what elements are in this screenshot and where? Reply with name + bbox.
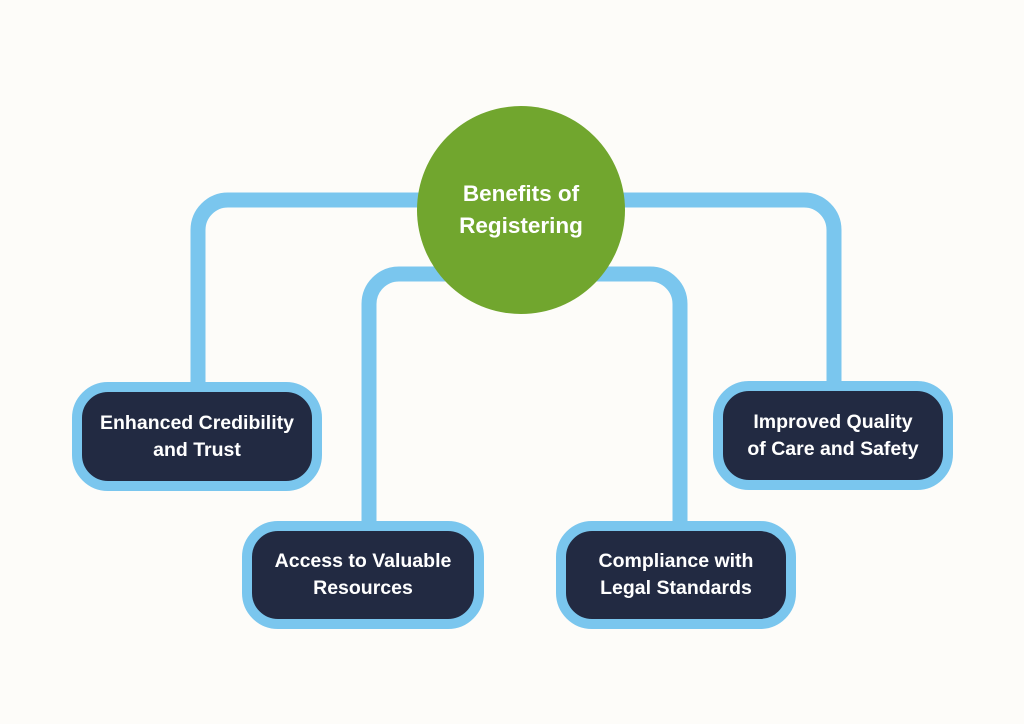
center-node-benefits: Benefits of Registering <box>417 106 625 314</box>
node-enhanced-credibility: Enhanced Credibility and Trust <box>72 382 322 491</box>
node-compliance-legal: Compliance with Legal Standards <box>556 521 796 629</box>
center-node-label: Benefits of Registering <box>459 181 583 238</box>
node-access-resources: Access to Valuable Resources <box>242 521 484 629</box>
node-label-access-resources: Access to Valuable Resources <box>274 550 452 599</box>
node-label-enhanced-credibility: Enhanced Credibility and Trust <box>100 411 294 461</box>
node-label-compliance-legal: Compliance with Legal Standards <box>598 550 754 599</box>
node-improved-quality: Improved Quality of Care and Safety <box>713 381 953 490</box>
node-label-improved-quality: Improved Quality of Care and Safety <box>747 410 919 460</box>
